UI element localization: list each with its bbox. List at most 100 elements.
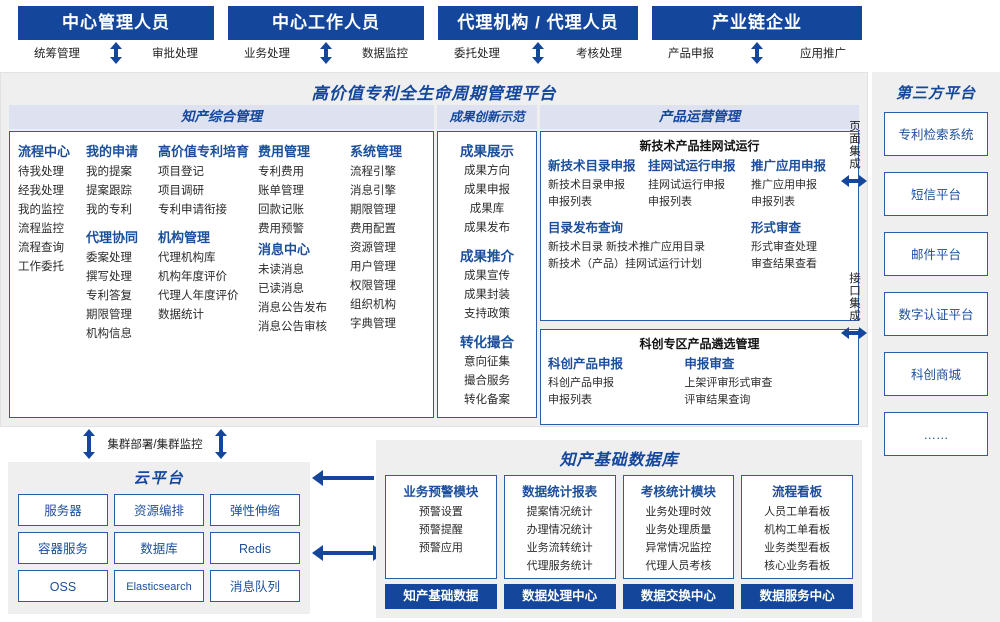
menu-item[interactable]: 字典管理 [350, 318, 396, 330]
group-title[interactable]: 消息中心 [258, 242, 311, 257]
third-party-item-4[interactable]: 科创商城 [884, 352, 988, 396]
menu-item[interactable]: 成果宣传 [464, 270, 510, 282]
cloud-item-4[interactable]: 数据库 [114, 532, 204, 564]
menu-item[interactable]: 提案跟踪 [86, 185, 132, 197]
cloud-item-0[interactable]: 服务器 [18, 494, 108, 526]
menu-item[interactable]: 申报列表 [751, 196, 795, 208]
menu-item[interactable]: 费用配置 [350, 223, 396, 235]
db-module-item[interactable]: 预警设置 [418, 506, 463, 518]
third-party-item-0[interactable]: 专利检索系统 [884, 112, 988, 156]
menu-item[interactable]: 专利答复 [86, 290, 132, 302]
db-footer-0[interactable]: 知产基础数据 [385, 584, 497, 609]
menu-item[interactable]: 我的监控 [18, 204, 64, 216]
group-title[interactable]: 申报审查 [684, 357, 735, 371]
menu-item[interactable]: 消息引擎 [350, 185, 396, 197]
group-title[interactable]: 流程中心 [18, 144, 71, 159]
db-module-item[interactable]: 业务处理质量 [645, 524, 712, 536]
db-module-item[interactable]: 核心业务看板 [764, 560, 831, 572]
cloud-item-8[interactable]: 消息队列 [210, 570, 300, 602]
menu-item[interactable]: 代理机构库 [158, 252, 216, 264]
menu-item[interactable]: 项目调研 [158, 185, 204, 197]
menu-item[interactable]: 消息公告审核 [258, 321, 327, 333]
db-module-item[interactable]: 异常情况监控 [645, 542, 712, 554]
menu-item[interactable]: 期限管理 [86, 309, 132, 321]
group-title[interactable]: 机构管理 [158, 230, 211, 245]
menu-item[interactable]: 回款记账 [258, 204, 304, 216]
menu-item[interactable]: 挂网试运行申报 [647, 179, 725, 191]
group-title[interactable]: 科创产品申报 [548, 357, 624, 371]
menu-item[interactable]: 我的专利 [86, 204, 132, 216]
menu-item[interactable]: 新技术（产品）挂网试运行计划 [548, 258, 702, 270]
menu-item[interactable]: 流程查询 [18, 242, 64, 254]
menu-item[interactable]: 专利费用 [258, 166, 304, 178]
menu-item[interactable]: 专利申请衔接 [158, 204, 227, 216]
menu-item[interactable]: 撮合服务 [464, 375, 510, 387]
group-title[interactable]: 目录发布查询 [548, 221, 624, 235]
db-footer-2[interactable]: 数据交换中心 [622, 584, 735, 609]
menu-item[interactable]: 评审结果查询 [684, 394, 751, 406]
menu-item[interactable]: 流程引擎 [350, 166, 396, 178]
menu-item[interactable]: 形式审查处理 [751, 241, 817, 253]
group-title[interactable]: 转化撮合 [460, 335, 514, 350]
menu-item[interactable]: 成果封装 [464, 289, 510, 301]
menu-item[interactable]: 科创产品申报 [548, 377, 614, 389]
cloud-item-1[interactable]: 资源编排 [114, 494, 204, 526]
menu-item[interactable]: 资源管理 [350, 242, 396, 254]
group-title[interactable]: 我的申请 [86, 144, 139, 159]
group-title[interactable]: 成果推介 [460, 249, 514, 264]
menu-item[interactable]: 账单管理 [258, 185, 304, 197]
menu-item[interactable]: 代理人年度评价 [158, 290, 239, 302]
db-module-item[interactable]: 预警提醒 [418, 524, 463, 536]
db-module-item[interactable]: 业务流转统计 [526, 542, 593, 554]
db-module-item[interactable]: 人员工单看板 [764, 506, 831, 518]
db-module-item[interactable]: 提案情况统计 [526, 506, 593, 518]
cloud-item-3[interactable]: 容器服务 [18, 532, 108, 564]
menu-item[interactable]: 机构年度评价 [158, 271, 227, 283]
menu-item[interactable]: 未读消息 [258, 264, 304, 276]
cloud-item-5[interactable]: Redis [210, 532, 300, 564]
db-footer-3[interactable]: 数据服务中心 [741, 584, 853, 609]
menu-item[interactable]: 上架评审形式审查 [684, 377, 773, 389]
menu-item[interactable]: 已读消息 [258, 283, 304, 295]
menu-item[interactable]: 撰写处理 [86, 271, 132, 283]
db-module-item[interactable]: 业务处理时效 [645, 506, 712, 518]
db-module-item[interactable]: 业务类型看板 [764, 542, 831, 554]
group-title[interactable]: 代理协同 [86, 230, 139, 245]
db-module-item[interactable]: 机构工单看板 [764, 524, 831, 536]
menu-item[interactable]: 我的提案 [86, 166, 132, 178]
third-party-item-2[interactable]: 邮件平台 [884, 232, 988, 276]
group-title[interactable]: 推广应用申报 [751, 159, 827, 173]
menu-item[interactable]: 费用预警 [258, 223, 304, 235]
menu-item[interactable]: 成果库 [469, 203, 505, 215]
menu-item[interactable]: 期限管理 [350, 204, 396, 216]
menu-item[interactable]: 用户管理 [350, 261, 396, 273]
cloud-item-2[interactable]: 弹性伸缩 [210, 494, 300, 526]
third-party-item-3[interactable]: 数字认证平台 [884, 292, 988, 336]
menu-item[interactable]: 申报列表 [647, 196, 692, 208]
menu-item[interactable]: 申报列表 [548, 196, 592, 208]
menu-item[interactable]: 新技术目录申报 [548, 179, 625, 191]
menu-item[interactable]: 成果申报 [464, 184, 510, 196]
group-title[interactable]: 形式审查 [751, 221, 802, 235]
group-title[interactable]: 费用管理 [258, 144, 311, 159]
db-footer-1[interactable]: 数据处理中心 [503, 584, 616, 609]
menu-item[interactable]: 权限管理 [350, 280, 396, 292]
menu-item[interactable]: 组织机构 [350, 299, 396, 311]
cloud-item-7[interactable]: Elasticsearch [114, 570, 204, 602]
role-title-2[interactable]: 代理机构 / 代理人员 [438, 6, 638, 40]
group-title[interactable]: 高价值专利培育 [158, 144, 250, 159]
menu-item[interactable]: 成果方向 [464, 165, 510, 177]
role-title-1[interactable]: 中心工作人员 [228, 6, 424, 40]
third-party-item-5[interactable]: …… [884, 412, 988, 456]
menu-item[interactable]: 推广应用申报 [751, 179, 817, 191]
menu-item[interactable]: 成果发布 [464, 222, 510, 234]
group-title[interactable]: 成果展示 [460, 144, 514, 159]
db-module-item[interactable]: 代理人员考核 [645, 560, 712, 572]
db-module-item[interactable]: 预警应用 [418, 542, 463, 554]
menu-item[interactable]: 工作委托 [18, 261, 64, 273]
menu-item[interactable]: 支持政策 [464, 308, 510, 320]
menu-item[interactable]: 消息公告发布 [258, 302, 327, 314]
role-title-3[interactable]: 产业链企业 [652, 6, 862, 40]
third-party-item-1[interactable]: 短信平台 [884, 172, 988, 216]
group-title[interactable]: 系统管理 [350, 144, 403, 159]
